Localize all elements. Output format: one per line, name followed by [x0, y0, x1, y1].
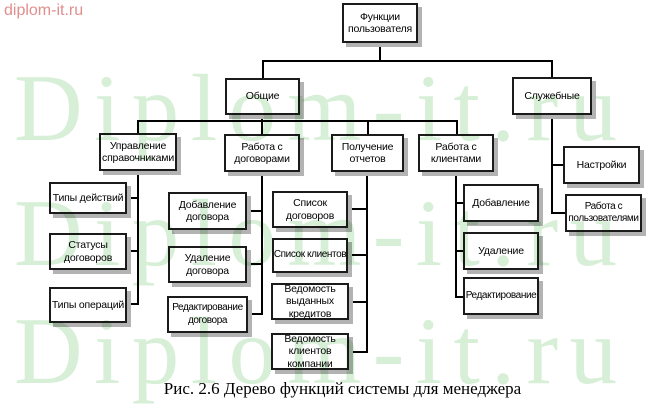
node-service: Служебные [512, 77, 592, 115]
connector-drop-reports [367, 122, 369, 134]
node-action-types: Типы действий [49, 182, 127, 214]
node-clients: Работа с клиентами [418, 134, 494, 172]
connector-clients-trunk [455, 172, 457, 298]
node-root: Функции пользователя [342, 3, 418, 43]
node-contract-list: Список договоров [272, 191, 348, 228]
node-edit-contract: Редактирование договора [167, 296, 248, 333]
node-operation-types: Типы операций [49, 287, 127, 323]
connector-branch-issued-credits [349, 301, 366, 303]
connector-drop-clients [456, 122, 458, 134]
node-delete-client: Удаление [463, 232, 539, 270]
connector-branch-edit-contract [248, 313, 261, 315]
connector-branch-client-list [348, 254, 366, 256]
connector-contracts-trunk [261, 172, 263, 315]
connector-branch-delete-client [457, 250, 463, 252]
connector-drop-general [262, 60, 264, 78]
connector-branch-operation-types [127, 303, 137, 305]
figure-caption: Рис. 2.6 Дерево функций системы для мене… [163, 379, 522, 398]
connector-drop-manage-refs [137, 122, 139, 133]
connector-branch-contract-list [348, 208, 366, 210]
node-contracts: Работа с договорами [224, 134, 300, 172]
node-general: Общие [225, 78, 300, 115]
node-delete-contract: Удаление договора [168, 246, 247, 283]
connector-drop-contracts [261, 122, 263, 134]
node-contract-statuses: Статусы договоров [49, 233, 127, 270]
connector-branch-add-client [457, 202, 463, 204]
connector-branch-delete-contract [247, 263, 261, 265]
node-add-client: Добавление [463, 184, 539, 222]
node-settings: Настройки [563, 146, 640, 184]
connector-branch-users [553, 212, 565, 214]
node-edit-client: Редактирование [463, 277, 539, 315]
connector-branch-settings [553, 164, 563, 166]
connector-manage-refs-trunk [137, 171, 139, 305]
connector-reports-trunk [366, 172, 368, 353]
node-add-contract: Добавление договора [168, 192, 247, 230]
node-manage-refs: Управление справочниками [99, 133, 177, 171]
node-issued-credits-report: Ведомость выданных кредитов [271, 283, 349, 320]
connector-level2-bus [137, 120, 458, 122]
node-company-clients-report: Ведомость клиентов компании [271, 333, 349, 370]
connector-root-riser [379, 43, 381, 61]
connector-service-trunk [551, 115, 553, 214]
connector-drop-service [551, 60, 553, 77]
connector-branch-company-clients [349, 351, 366, 353]
connector-branch-add-contract [247, 210, 261, 212]
connector-branch-edit-client [457, 296, 463, 298]
connector-general-riser [261, 115, 263, 122]
node-users: Работа с пользователями [565, 194, 642, 232]
connector-branch-action-types [127, 197, 137, 199]
watermark-site-url: diplom-it.ru [4, 2, 84, 19]
connector-top-bus [262, 60, 553, 62]
node-client-list: Список клиентов [272, 238, 348, 273]
connector-branch-contract-statuses [127, 250, 137, 252]
node-reports: Получение отчетов [331, 134, 404, 172]
